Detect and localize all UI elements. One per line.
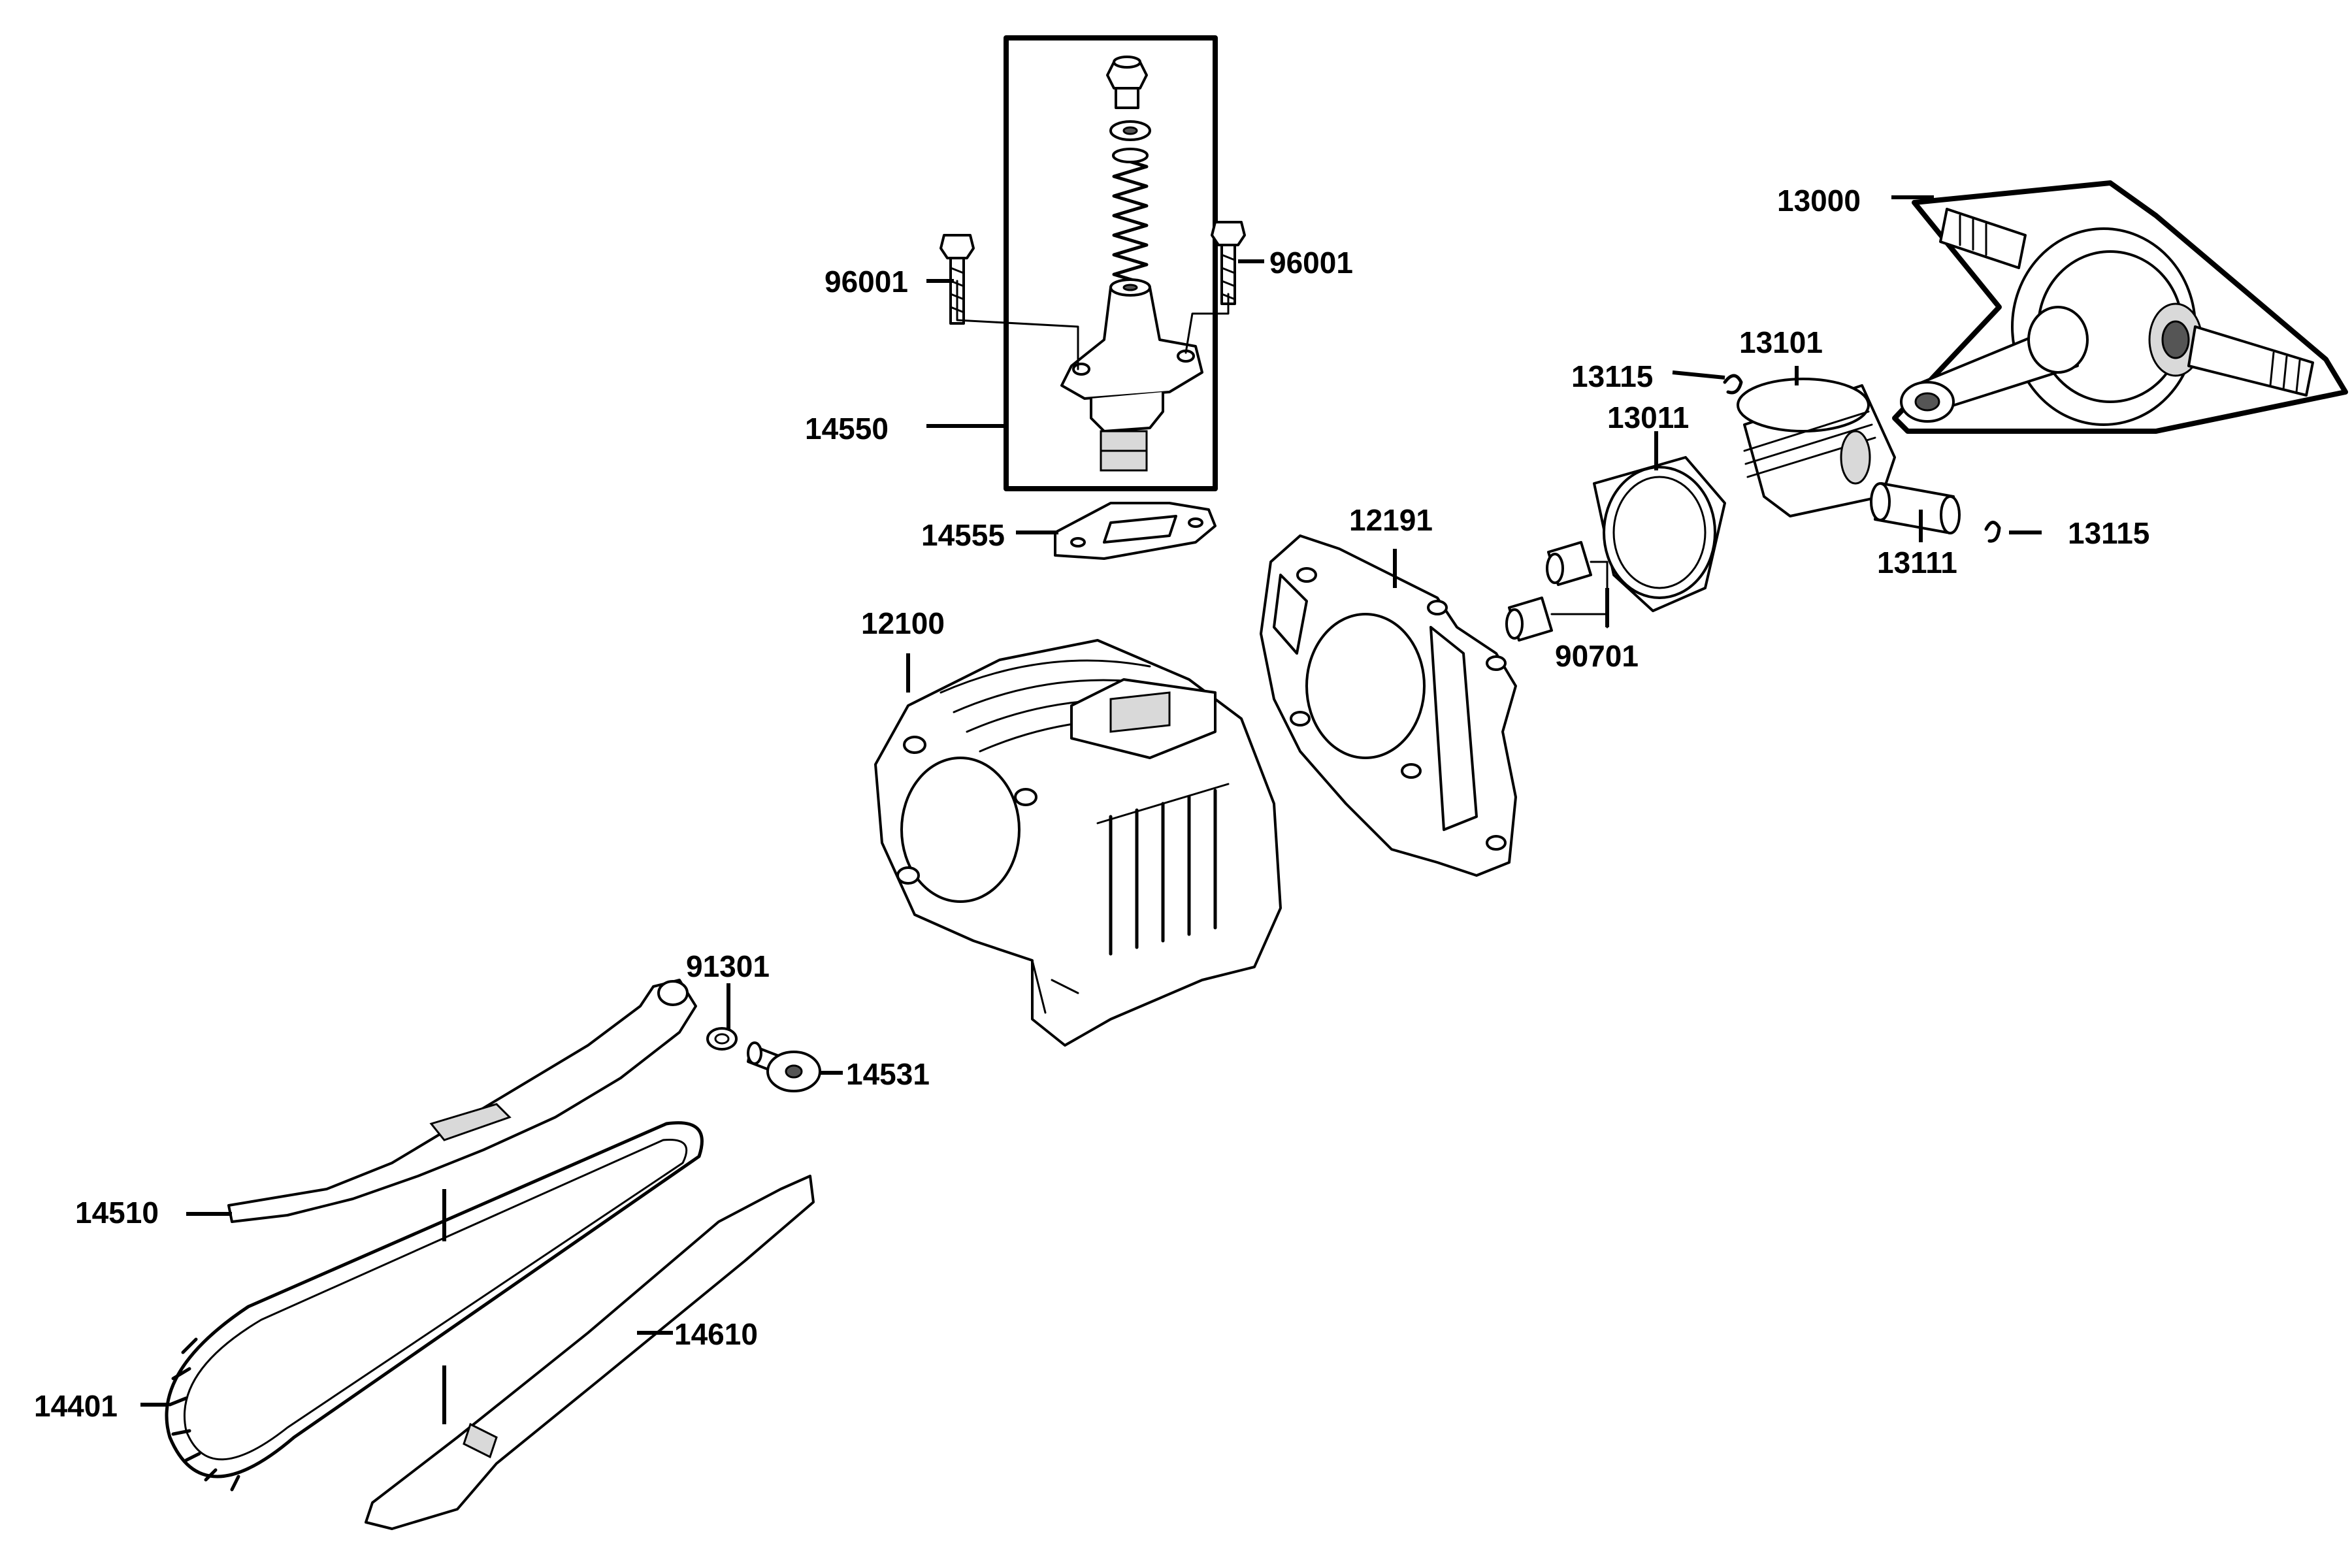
label-13011: 13011 [1607, 400, 1689, 434]
tensioner-spring [1112, 148, 1149, 286]
tensioner-body [1060, 278, 1203, 472]
label-14610: 14610 [674, 1317, 758, 1351]
pivot-bolt-14531 [747, 1041, 843, 1092]
label-96001-left: 96001 [825, 265, 908, 299]
crankshaft [1891, 180, 2348, 434]
chain-guide-14510 [186, 979, 697, 1223]
label-14531: 14531 [846, 1057, 930, 1091]
label-13000: 13000 [1777, 184, 1861, 218]
tensioner-cap-bolt [1106, 56, 1148, 109]
label-13115-upper: 13115 [1571, 359, 1653, 393]
piston [1737, 366, 1896, 517]
piston-pin [1870, 482, 1961, 542]
label-12100: 12100 [861, 606, 945, 640]
piston-ring-set [1593, 431, 1726, 612]
chain-guide-14610 [365, 1175, 815, 1530]
label-13115-lower: 13115 [2068, 516, 2149, 550]
label-12191: 12191 [1349, 503, 1433, 537]
tensioner-gasket [1016, 502, 1217, 560]
cylinder [874, 639, 1282, 1047]
tensioner-assembly [926, 35, 1218, 491]
label-90701: 90701 [1555, 639, 1639, 673]
label-14510: 14510 [75, 1196, 159, 1230]
label-13111: 13111 [1877, 546, 1957, 580]
label-13101: 13101 [1739, 325, 1823, 359]
circlip-13115-upper [1672, 370, 1743, 395]
label-14401: 14401 [34, 1389, 118, 1423]
cylinder-base-gasket [1260, 534, 1517, 877]
label-14550: 14550 [805, 412, 889, 446]
dowel-pins [1505, 541, 1609, 642]
timing-chain [140, 1121, 704, 1492]
label-96001-right: 96001 [1269, 246, 1353, 280]
washer-91301 [706, 983, 738, 1051]
circlip-13115-lower [1984, 521, 2042, 543]
label-14555: 14555 [921, 518, 1005, 552]
bolt-96001-right [1184, 221, 1264, 354]
bolt-96001-left [926, 234, 1079, 370]
label-91301: 91301 [686, 949, 770, 983]
